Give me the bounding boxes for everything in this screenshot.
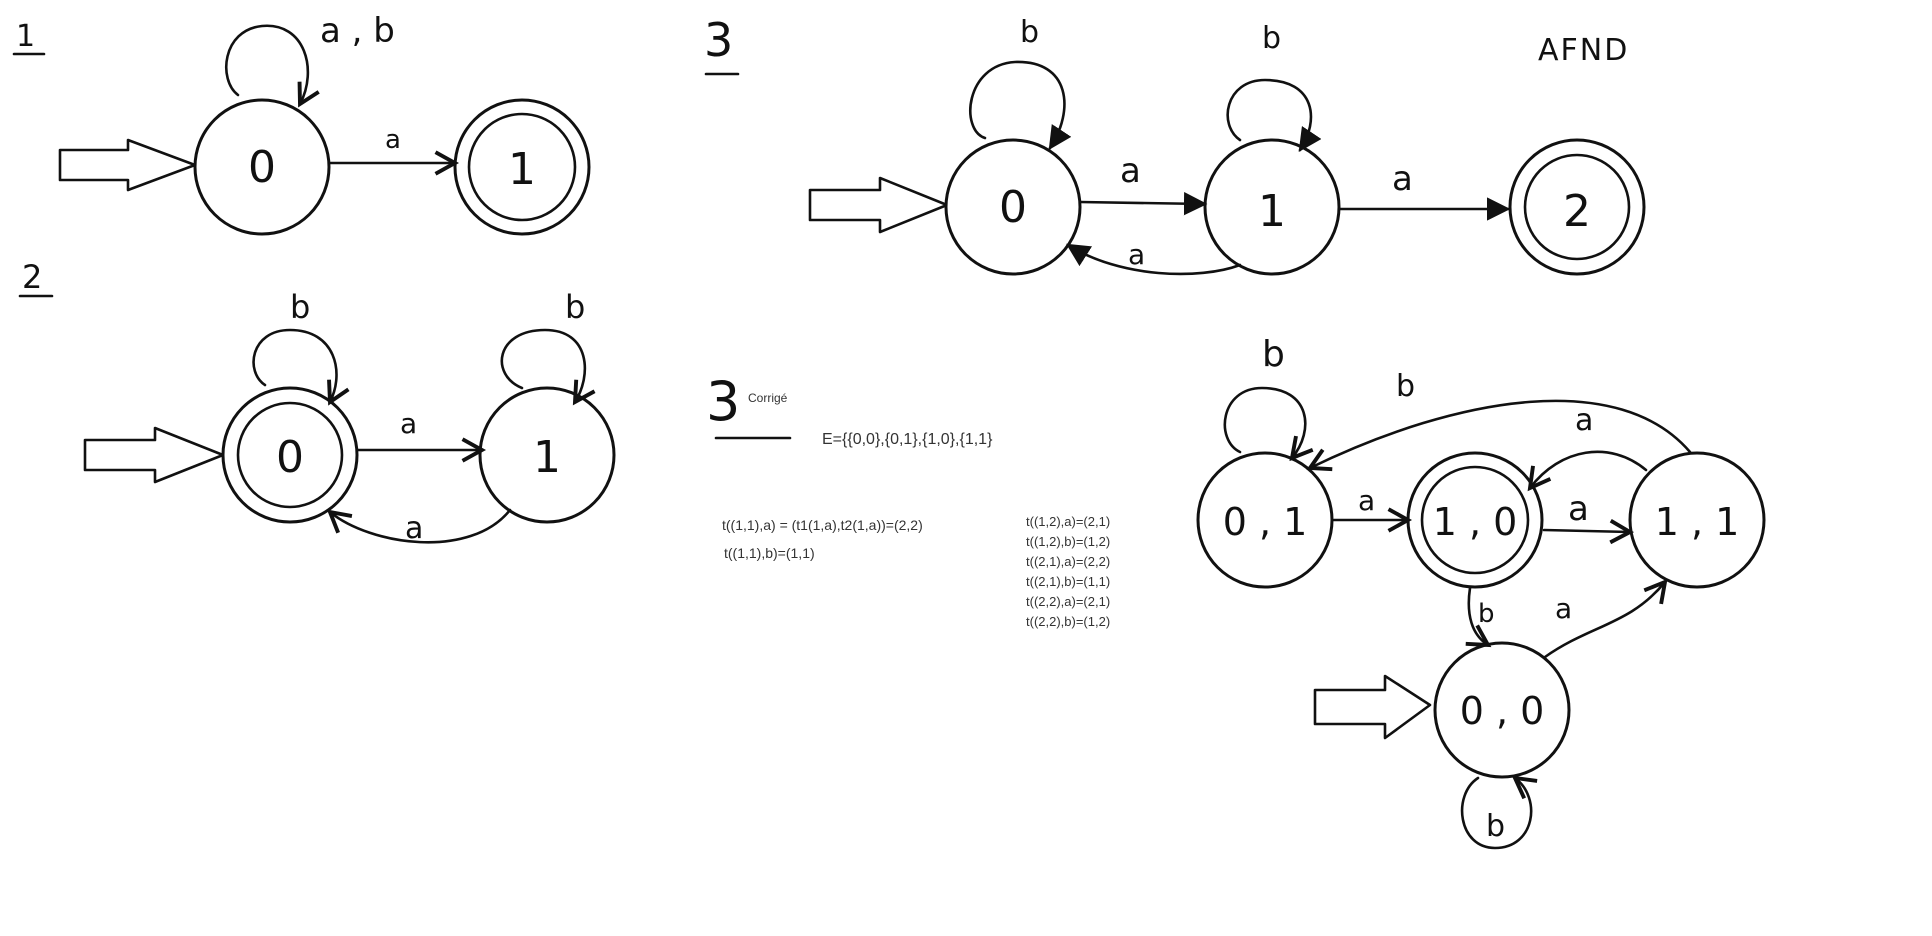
p-state-0-1-label: 0 , 1 [1223,500,1308,544]
d3-loop-1 [1226,78,1322,152]
corrige-label: Corrigé [748,391,788,405]
transition-line: t((2,1),a)=(2,2) [1026,554,1110,569]
d3-state-0-label: 0 [999,182,1027,233]
d1-state-1-accept-ring [467,112,577,222]
p-state-1-1-label: 1 , 1 [1655,500,1740,544]
p-edge-00-11 [1543,578,1668,659]
corrected-section: 3 Corrigé E={{0,0},{0,1},{1,0},{1,1} t((… [706,334,1766,850]
d3-state-1-label: 1 [1258,186,1286,237]
d2-state-0-accept-ring [236,401,344,509]
p-edge-10-00-label: b [1478,599,1495,629]
d3-loop1-label: b [1262,21,1281,56]
section-2-number: 2 [22,258,42,296]
d3-loop0-label: b [1020,15,1039,50]
d2-edge-1-0 [326,508,512,544]
p-edge-10-00 [1465,586,1492,648]
transition-line: t((1,1),b)=(1,1) [724,545,815,561]
diagram-2: 0 1 b b a a [83,288,616,546]
d2-edge01-label: a [400,407,417,440]
diagram-1: 0 1 a , b a [58,11,591,236]
section-3-number: 3 [704,13,733,67]
transition-line: t((2,2),b)=(1,2) [1026,614,1110,629]
transitions-left: t((1,1),a) = (t1(1,a),t2(1,a))=(2,2) t((… [722,517,923,561]
p-loop-0-0 [1460,775,1538,850]
d2-state-0-label: 0 [276,432,304,483]
transition-line: t((2,2),a)=(2,1) [1026,594,1110,609]
d3-state-2-accept-ring [1523,153,1631,261]
d1-edge-label: a [385,125,401,155]
p-edge-11-10-label: a [1575,403,1593,438]
d3-edge-1-0 [1066,243,1242,276]
afnd-label: AFND [1538,33,1629,68]
diagram-3: 0 1 2 b b a a a [808,15,1646,276]
p-state-1-0-accept-ring [1420,465,1530,575]
d2-state-1-label: 1 [533,432,561,483]
d1-state-1-label: 1 [508,144,536,195]
d2-edge10-label: a [405,511,423,546]
section-1-number: 1 [16,19,35,54]
d2-state-0 [221,386,359,524]
p-edge-10-11-label: a [1568,489,1589,529]
d3-state-2-label: 2 [1563,186,1591,237]
p-loop-0-1 [1223,386,1314,462]
d3-initial-arrow [808,176,949,234]
p-loop01-label: b [1262,334,1285,375]
d3-loop-0 [969,60,1072,150]
p-state-0-0-label: 0 , 0 [1460,689,1545,733]
p-edge-11-01 [1306,399,1692,472]
d2-initial-arrow [83,426,225,484]
p-state-0-0 [1433,641,1571,779]
d2-loop-1 [500,328,596,406]
d3-edge12-label: a [1392,159,1413,199]
transition-line: t((1,1),a) = (t1(1,a),t2(1,a))=(2,2) [722,517,923,533]
transition-line: t((1,2),a)=(2,1) [1026,514,1110,529]
transition-line: t((2,1),b)=(1,1) [1026,574,1110,589]
d1-initial-arrow [58,138,197,192]
p-edge-11-10 [1527,450,1648,492]
transition-line: t((1,2),b)=(1,2) [1026,534,1110,549]
p-edge-00-11-label: a [1555,592,1572,625]
state-set-text: E={{0,0},{0,1},{1,0},{1,1} [822,431,993,448]
p-loop00-label: b [1486,809,1505,844]
p-initial-arrow [1313,674,1432,740]
p-edge-01-10-label: a [1358,484,1375,517]
d1-state-0-label: 0 [248,142,276,193]
p-state-1-0-label: 1 , 0 [1433,500,1518,544]
p-edge-10-11 [1542,519,1635,545]
d2-loop0-label: b [290,288,310,326]
p-state-0-1 [1196,451,1334,589]
d1-state-0 [193,98,331,236]
section-3-corr-number: 3 [706,370,740,433]
p-edge-11-01-label: b [1396,369,1415,404]
d1-loop-label: a , b [320,11,395,51]
d2-loop1-label: b [565,288,585,326]
d3-edge01-label: a [1120,151,1141,191]
d3-edge-0-1 [1078,191,1208,216]
d1-loop-0 [224,24,320,108]
transitions-right: t((1,2),a)=(2,1) t((1,2),b)=(1,2) t((2,1… [1026,514,1110,629]
d2-loop-0 [252,328,350,406]
d3-state-0 [944,138,1082,276]
d3-edge10-label: a [1128,238,1145,271]
